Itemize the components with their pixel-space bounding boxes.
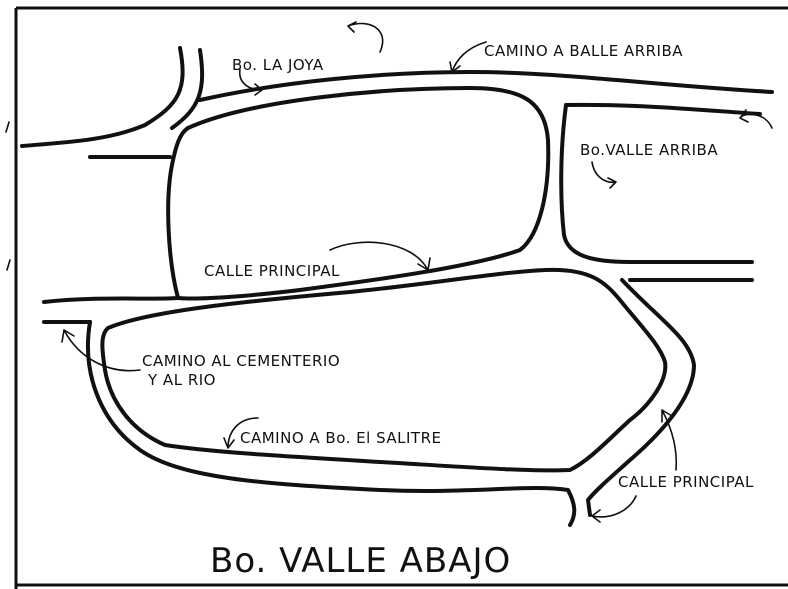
label-calle-principal-lower: CALLE PRINCIPAL bbox=[618, 473, 754, 491]
margin-tick-mark bbox=[6, 259, 11, 271]
road-camino-cementerio bbox=[86, 320, 577, 527]
map-title: Bo. VALLE ABAJO bbox=[210, 541, 511, 581]
arrow-camino-salitre bbox=[223, 417, 259, 449]
arrow-la-joya-bottom bbox=[238, 69, 263, 96]
arrow-calle-principal-lower-bottom bbox=[591, 495, 637, 523]
arrow-la-joya-top bbox=[347, 21, 384, 53]
road-lower-loop bbox=[100, 267, 668, 473]
arrow-camino-valle-arriba bbox=[449, 41, 487, 73]
label-camino-salitre: CAMINO A Bo. El SALITRE bbox=[240, 429, 441, 447]
margin-tick-mark bbox=[5, 121, 10, 133]
road-joya-branch-inner bbox=[170, 48, 205, 130]
label-calle-principal-upper: CALLE PRINCIPAL bbox=[204, 262, 340, 280]
road-camino-valle-arriba-outer bbox=[198, 70, 774, 102]
arrow-valle-arriba-bottom bbox=[591, 161, 617, 189]
arrow-calle-principal-lower-top bbox=[661, 409, 678, 471]
map-labels: Bo. LA JOYA CAMINO A BALLE ARRIBA Bo.VAL… bbox=[142, 42, 754, 581]
road-right-upper bbox=[559, 103, 754, 264]
road-upper-loop bbox=[166, 86, 551, 301]
label-camino-cementerio-line1: CAMINO AL CEMENTERIO bbox=[142, 352, 340, 370]
road-network bbox=[20, 46, 774, 527]
road-calle-principal-lower-outer bbox=[586, 278, 696, 517]
label-camino-valle-arriba: CAMINO A BALLE ARRIBA bbox=[484, 42, 683, 60]
label-camino-cementerio-line2: Y AL RIO bbox=[147, 371, 216, 389]
road-joya-branch-outer bbox=[20, 46, 185, 148]
page-frame bbox=[5, 6, 788, 589]
arrow-camino-cementerio bbox=[61, 329, 141, 372]
road-camino-valle-arriba-inner bbox=[564, 102, 762, 116]
road-calle-principal-middle bbox=[42, 296, 180, 304]
arrow-valle-arriba-top bbox=[739, 109, 773, 129]
arrow-calle-principal-upper bbox=[329, 241, 431, 271]
annotation-arrows bbox=[61, 21, 773, 523]
label-valle-arriba: Bo.VALLE ARRIBA bbox=[580, 141, 718, 159]
label-la-joya: Bo. LA JOYA bbox=[232, 56, 324, 74]
